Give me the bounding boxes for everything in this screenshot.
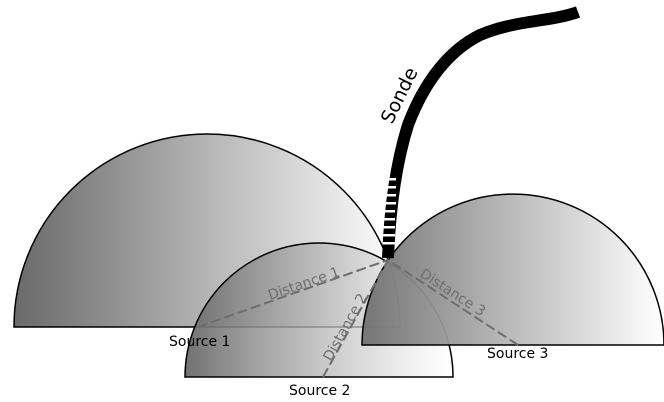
source3-label: Source 3 — [487, 346, 548, 362]
sonde-stripes — [383, 178, 396, 245]
distance2-line — [322, 259, 389, 378]
source3-hemisphere — [361, 193, 664, 346]
distance3-line — [387, 259, 519, 346]
source2-label: Source 2 — [289, 383, 350, 399]
distance1-line — [197, 259, 389, 328]
source1-label: Source 1 — [169, 334, 230, 350]
sonde-cable — [382, 6, 581, 259]
